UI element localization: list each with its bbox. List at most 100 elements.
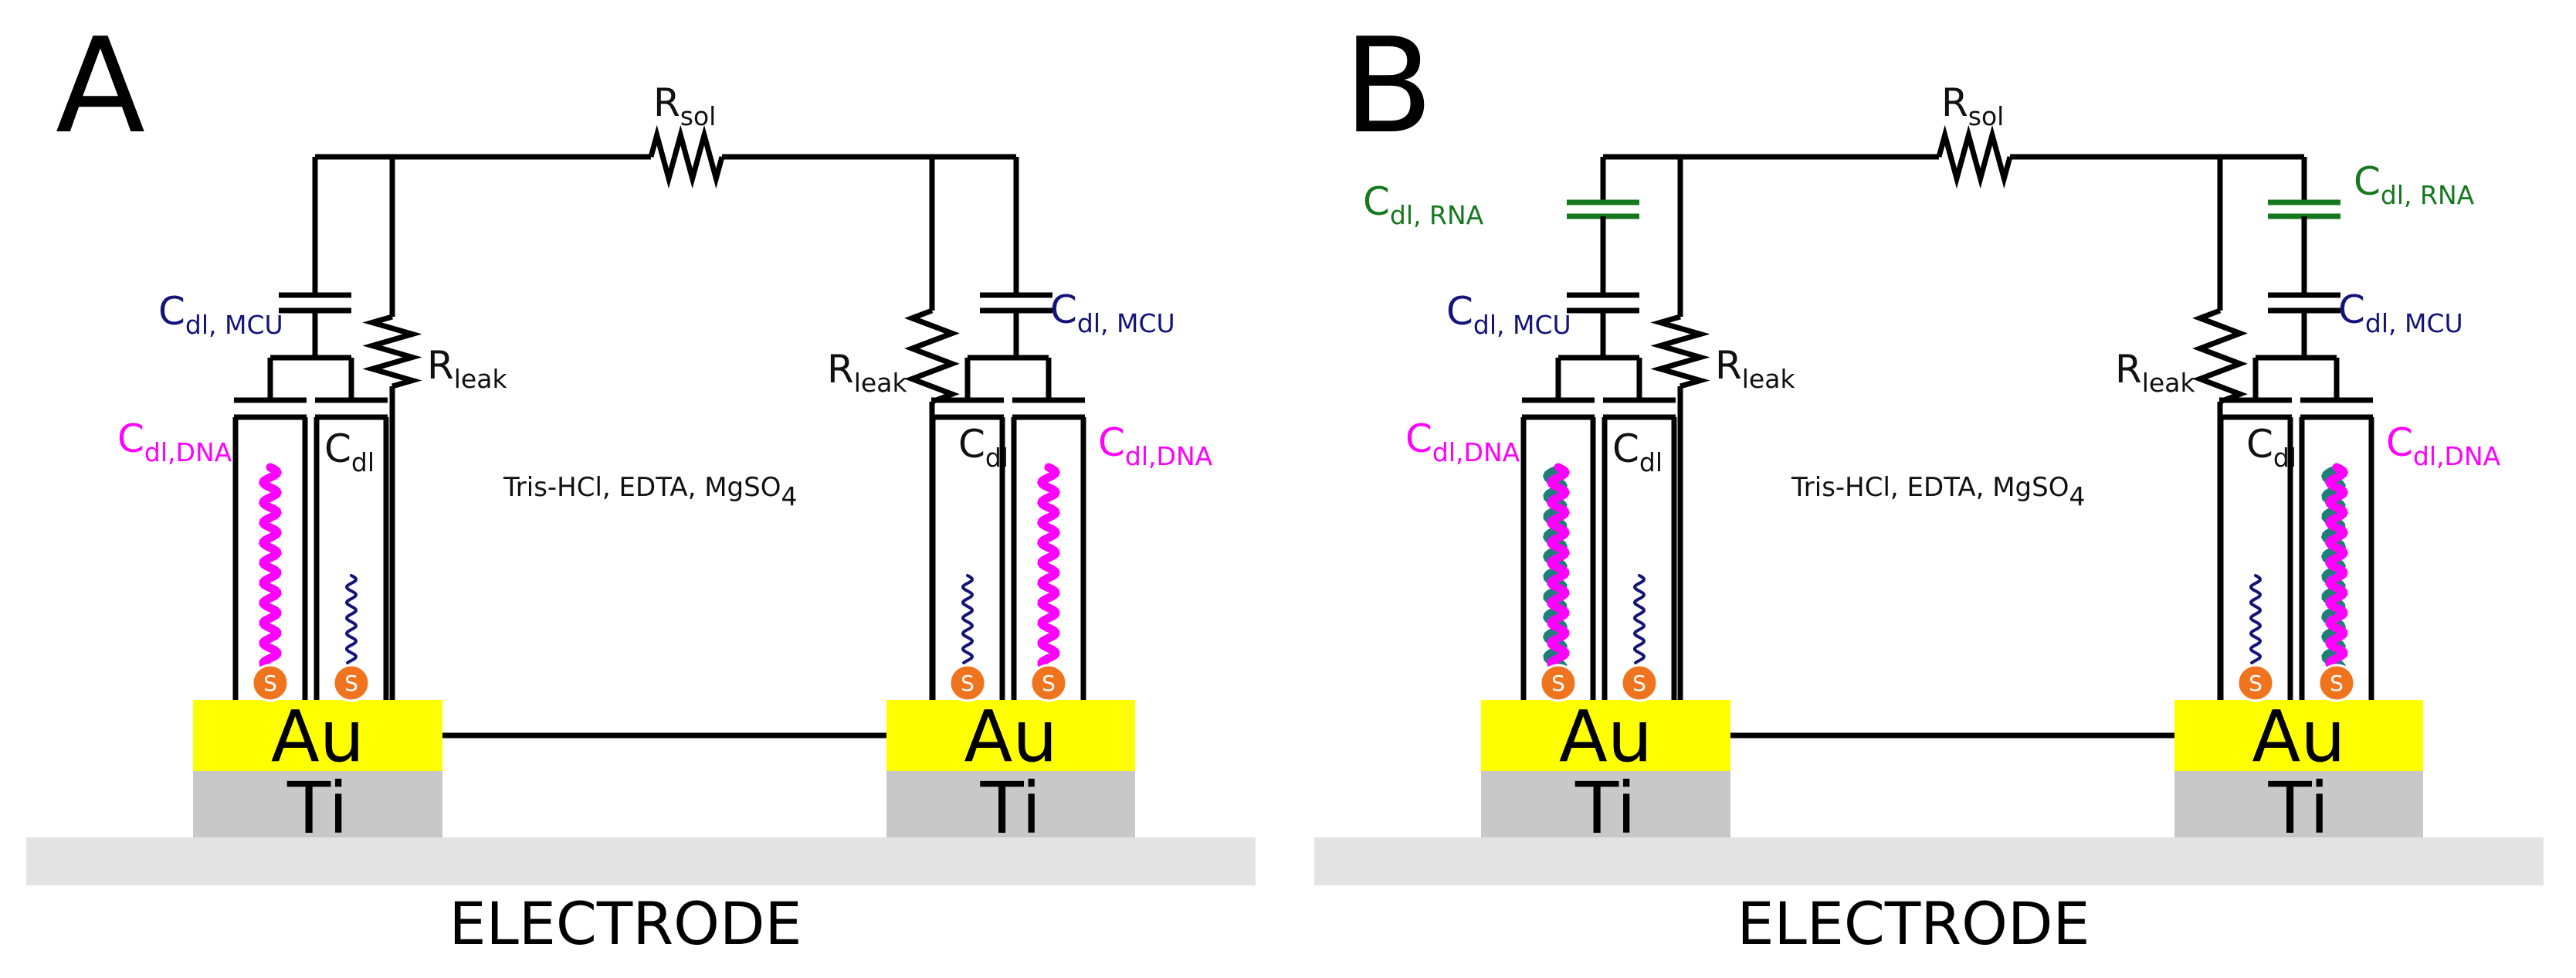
solution-resistor xyxy=(1936,124,2013,189)
gold-label: Au xyxy=(1559,695,1652,778)
mcu-strand xyxy=(1632,574,1646,664)
gold-layer xyxy=(2174,700,2423,771)
mcu-capacitor-label: Cdl, MCU xyxy=(158,289,283,340)
gold-layer xyxy=(886,700,1135,771)
dna-capacitor-label-subscript: dl,DNA xyxy=(144,437,232,467)
electrode-label: ELECTRODE xyxy=(449,889,802,958)
mcu-capacitor xyxy=(1567,292,1639,314)
titanium-layer xyxy=(193,771,442,837)
dl-capacitor-label-subscript: dl xyxy=(351,447,375,477)
leak-resistor-label-main: R xyxy=(2115,347,2142,392)
titanium-label: Ti xyxy=(1574,767,1636,850)
dna-capacitor-label-subscript: dl,DNA xyxy=(1432,437,1520,467)
dna-capacitor xyxy=(234,397,307,420)
leak-resistor-label: Rleak xyxy=(1715,343,1795,394)
mcu-strand xyxy=(2249,574,2262,664)
rna-capacitor xyxy=(1567,199,1639,219)
double-layer-capacitor xyxy=(315,397,388,420)
dna-capacitor-label-main: C xyxy=(2386,420,2413,465)
dna-capacitor xyxy=(2300,397,2373,420)
dl-capacitor-label-subscript: dl xyxy=(985,443,1008,473)
rna-capacitor-label: Cdl, RNA xyxy=(2354,159,2475,210)
mcu-thiol: S xyxy=(2236,664,2275,702)
sulfur-label: S xyxy=(1042,671,1056,696)
double-layer-capacitor xyxy=(1603,397,1676,420)
dna-thiol: S xyxy=(1539,664,1578,702)
sulfur-circle-icon xyxy=(1539,664,1578,702)
leak-resistor-label: Rleak xyxy=(827,347,907,398)
double-layer-capacitor xyxy=(2219,397,2292,420)
solution-resistor-label: Rsol xyxy=(653,80,716,131)
leak-resistor-label-subscript: leak xyxy=(854,368,908,398)
dna-capacitor xyxy=(1012,397,1085,420)
sulfur-label: S xyxy=(1551,671,1565,696)
substrate-bar xyxy=(1314,837,2544,885)
mcu-capacitor-label: Cdl, MCU xyxy=(1050,287,1175,338)
solution-composition: Tris-HCl, EDTA, MgSO4 xyxy=(1791,472,2085,511)
sulfur-label: S xyxy=(263,671,277,696)
mcu-strand xyxy=(344,574,358,664)
dna-capacitor-label-subscript: dl,DNA xyxy=(1125,441,1213,471)
solution-composition-subscript: 4 xyxy=(781,481,797,511)
dna-capacitor-label: Cdl,DNA xyxy=(117,416,232,467)
substrate-bar xyxy=(26,837,1256,885)
sulfur-circle-icon xyxy=(2236,664,2275,702)
dna-capacitor-label-subscript: dl,DNA xyxy=(2413,441,2501,471)
dna-capacitor xyxy=(1522,397,1595,420)
titanium-label: Ti xyxy=(286,767,348,850)
leak-resistor xyxy=(362,314,422,389)
mcu-capacitor-label-main: C xyxy=(2338,287,2365,332)
titanium-layer xyxy=(1481,771,1730,837)
dna-capacitor-label: Cdl,DNA xyxy=(1098,420,1213,471)
solution-composition-main: Tris-HCl, EDTA, MgSO xyxy=(503,472,781,503)
solution-resistor xyxy=(648,124,725,189)
rna-capacitor-label-main: C xyxy=(1363,179,1390,224)
leak-resistor xyxy=(1650,314,1710,389)
mcu-capacitor-label-main: C xyxy=(1050,287,1077,332)
titanium-layer xyxy=(2174,771,2423,837)
mcu-capacitor xyxy=(279,292,351,314)
leak-resistor-label-subscript: leak xyxy=(2142,368,2196,398)
dna-thiol: S xyxy=(2317,664,2356,702)
leak-resistor-label-main: R xyxy=(427,343,454,388)
dna-capacitor-label: Cdl,DNA xyxy=(2386,420,2501,471)
dl-capacitor-label-main: C xyxy=(2246,422,2273,467)
mcu-capacitor xyxy=(980,292,1052,314)
leak-resistor xyxy=(904,307,960,405)
dl-capacitor-label-subscript: dl xyxy=(1639,447,1663,477)
rna-capacitor-label: Cdl, RNA xyxy=(1363,179,1484,230)
rna-capacitor-label-main: C xyxy=(2354,159,2381,204)
sulfur-circle-icon xyxy=(948,664,987,702)
gold-label: Au xyxy=(271,695,364,778)
gold-layer xyxy=(193,700,442,771)
dl-capacitor-label-main: C xyxy=(958,422,985,467)
solution-resistor-label: Rsol xyxy=(1941,80,2004,131)
solution-resistor-label-main: R xyxy=(1941,80,1968,125)
leak-resistor-label-main: R xyxy=(1715,343,1742,388)
solution-composition: Tris-HCl, EDTA, MgSO4 xyxy=(503,472,797,511)
gold-label: Au xyxy=(2252,695,2345,778)
leak-resistor xyxy=(2192,307,2248,405)
mcu-thiol: S xyxy=(1620,664,1659,702)
dl-capacitor-label-main: C xyxy=(1612,426,1639,471)
dna-capacitor-label-main: C xyxy=(1405,416,1432,461)
dna-strand xyxy=(1037,463,1060,674)
sulfur-circle-icon xyxy=(332,664,371,702)
rna-capacitor-label-subscript: dl, RNA xyxy=(1390,200,1484,230)
leak-resistor-label: Rleak xyxy=(2115,347,2195,398)
sulfur-circle-icon xyxy=(2317,664,2356,702)
dl-capacitor-label: Cdl xyxy=(2246,422,2296,473)
solution-resistor-label-subscript: sol xyxy=(680,101,717,131)
dl-capacitor-label-main: C xyxy=(324,426,351,471)
titanium-label: Ti xyxy=(2268,767,2330,850)
solution-resistor-label-main: R xyxy=(653,80,680,125)
double-layer-capacitor xyxy=(931,397,1004,420)
titanium-layer xyxy=(886,771,1135,837)
dl-capacitor-label: Cdl xyxy=(1612,426,1663,477)
sulfur-circle-icon xyxy=(1620,664,1659,702)
